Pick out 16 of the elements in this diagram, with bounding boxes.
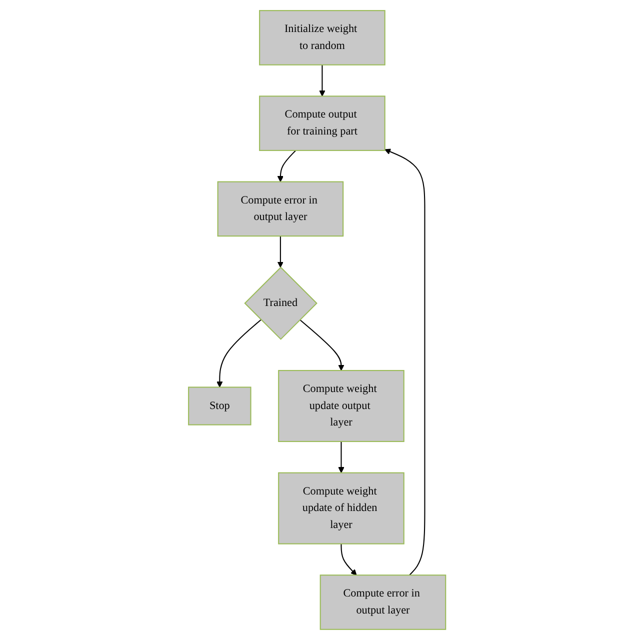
node-box: Compute output for training part	[259, 96, 386, 151]
node-box: Compute weight update output layer	[278, 370, 405, 442]
arrow	[217, 319, 262, 388]
arrow	[300, 319, 345, 371]
node-box: Compute error in output layer	[320, 574, 447, 630]
node-box: Stop	[188, 386, 252, 426]
node-diamond: Trained	[244, 266, 318, 340]
arrow	[338, 442, 345, 474]
node-box: Compute error in output layer	[218, 181, 344, 237]
node-box: Initialize weight to random	[259, 10, 386, 66]
arrow	[384, 148, 426, 576]
node-box: Compute weight update of hidden layer	[278, 472, 405, 544]
arrow	[341, 544, 358, 576]
arrow	[320, 64, 326, 96]
arrow	[278, 236, 284, 268]
arrow	[278, 150, 296, 182]
